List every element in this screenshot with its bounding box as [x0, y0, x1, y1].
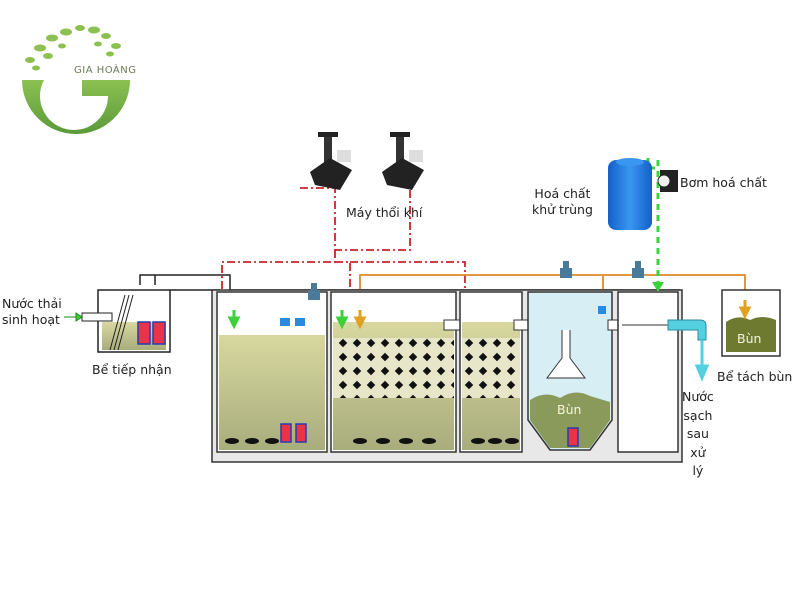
blower-icon — [310, 132, 352, 190]
sludge-tank-label: Bể tách bùn — [717, 369, 793, 384]
valve-icon — [295, 318, 305, 326]
wastewater-inlet-label: Nước thải sinh hoạt — [2, 296, 62, 327]
blower-icon — [382, 132, 424, 190]
biofilm-media — [333, 338, 454, 398]
settler-sludge-label: Bùn — [557, 402, 582, 417]
disinfectant-label: Hoá chất khử trùng — [532, 186, 593, 217]
clean-water-tank — [617, 282, 710, 453]
down-arrow-icon — [652, 282, 664, 292]
down-arrow-icon — [353, 310, 367, 330]
logo-g-shape — [22, 80, 130, 134]
down-arrow-icon — [227, 310, 241, 330]
settling-tank — [527, 291, 623, 451]
blower-label: Máy thổi khí — [346, 205, 423, 220]
sludge-tank — [721, 289, 781, 357]
media-tank-1 — [330, 291, 469, 453]
outlet-arrow-icon — [694, 340, 710, 382]
pump-icon — [152, 321, 166, 345]
valve-icon — [308, 283, 320, 300]
down-arrow-icon — [738, 300, 752, 320]
chemical-tank — [608, 158, 652, 230]
outlet-pipe — [667, 319, 707, 341]
clean-water-label: Nước sạch sau xử lý — [682, 389, 714, 478]
receiving-tank-label: Bể tiếp nhận — [92, 362, 172, 377]
chemical-pump-label: Bơm hoá chất — [680, 175, 767, 190]
logo-text: GIA HOÀNG — [74, 65, 137, 76]
valve-icon — [598, 306, 606, 314]
media-tank-2 — [459, 291, 579, 453]
aeration-tank — [216, 291, 328, 453]
inlet-arrow-icon — [64, 312, 83, 322]
valve-icons — [560, 261, 644, 278]
biofilm-media — [462, 338, 520, 398]
logo-leaves — [25, 25, 121, 71]
down-arrow-icon — [335, 310, 349, 330]
logo — [22, 25, 130, 134]
pump-icon — [137, 321, 151, 345]
chemical-pump-icon — [657, 170, 678, 192]
pump-icon — [280, 423, 292, 443]
sludge-tank-content-label: Bùn — [737, 331, 762, 346]
pump-icon — [567, 427, 579, 447]
valve-icon — [280, 318, 290, 326]
receiving-tank — [64, 289, 171, 353]
pump-icon — [295, 423, 307, 443]
